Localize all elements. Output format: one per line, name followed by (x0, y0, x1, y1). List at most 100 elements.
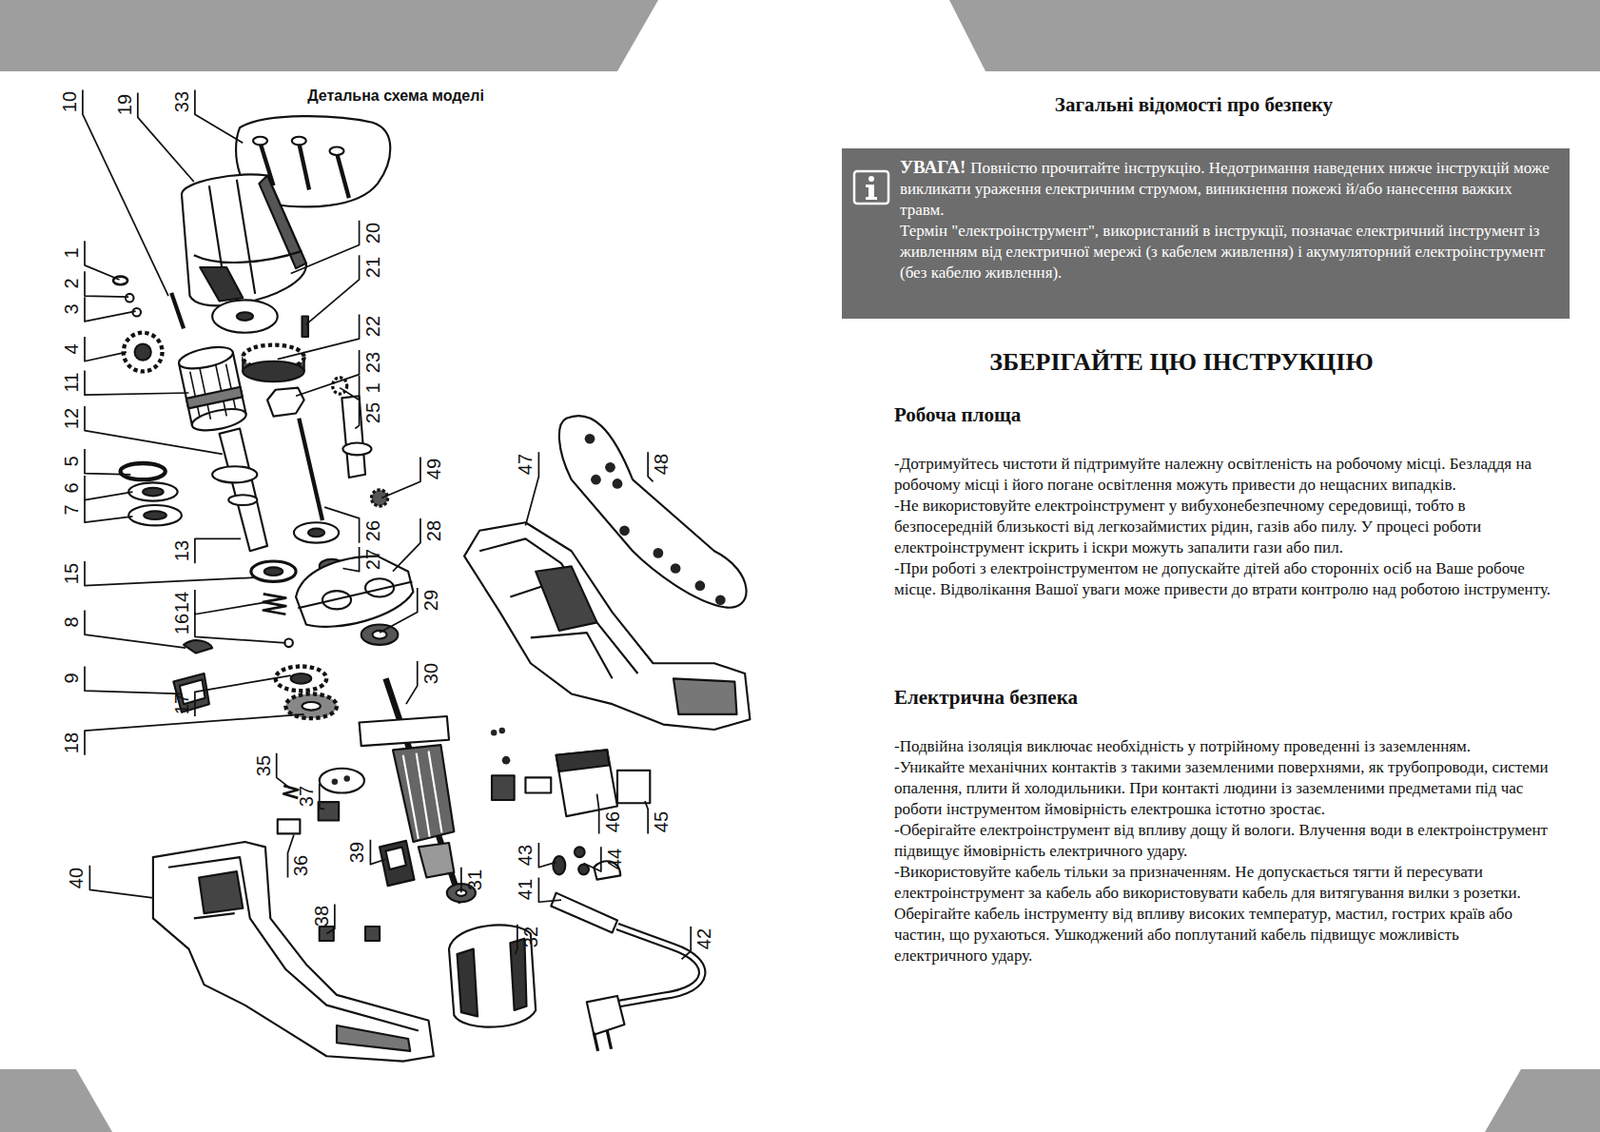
warning-paragraph: УВАГА!Повністю прочитайте інструкцію. Не… (899, 156, 1557, 221)
callout-number: 13 (172, 540, 192, 562)
callout-number: 42 (694, 928, 714, 950)
callout-number: 28 (424, 520, 444, 542)
drawing-part (212, 299, 278, 332)
callout-number: 14 (172, 591, 192, 613)
leader-line (538, 842, 556, 868)
drawing-part (695, 580, 706, 591)
drawing-part (365, 926, 380, 941)
callout-number: 3 (61, 303, 81, 314)
drawing-part (418, 842, 455, 878)
drawing-part (535, 565, 597, 631)
drawing-part (228, 494, 257, 506)
callout-number: 16 (172, 613, 192, 635)
callout-number: 17 (172, 693, 192, 715)
callout-number: 2 (61, 278, 81, 290)
callout-number: 45 (651, 810, 671, 832)
warning-text: Термін "електроінструмент", використаний… (899, 221, 1545, 282)
leader-line (354, 401, 359, 430)
drawing-part (865, 196, 878, 200)
safety-paragraph: -Не використовуйте електроінструмент у в… (894, 495, 1556, 559)
callout-number: 49 (424, 458, 444, 480)
leader-line (84, 609, 186, 648)
drawing-part (331, 778, 338, 784)
drawing-part (556, 749, 618, 817)
callout-number: 39 (347, 841, 367, 863)
leader-line (195, 538, 241, 564)
safety-paragraph: -Уникайте механічних контактів з такими … (894, 757, 1556, 820)
drawing-part (258, 175, 306, 270)
callout-number: 40 (66, 866, 86, 888)
leader-line (306, 254, 360, 325)
leader-line (515, 924, 518, 955)
leader-line (84, 497, 133, 523)
callout-number: 25 (363, 402, 383, 424)
drawing-part (336, 1025, 410, 1052)
leader-line (84, 240, 119, 280)
text-column: -Подвійна ізоляція виключає необхідність… (894, 736, 1556, 967)
warning-heading: УВАГА! (899, 156, 966, 177)
leader-line (370, 839, 386, 865)
leader-line (291, 220, 360, 274)
section-heading: Загальні відомості про безпеку (1054, 93, 1333, 118)
leader-line (339, 375, 359, 401)
leader-line (682, 926, 692, 959)
leader-line (82, 89, 169, 296)
drawing-part (331, 775, 351, 785)
drawing-part (502, 756, 511, 765)
callout-number: 36 (291, 855, 311, 877)
callout-number: 11 (61, 372, 81, 393)
drawing-part (868, 175, 875, 182)
safety-paragraph: -При роботі з електроінструментом не доп… (894, 558, 1556, 601)
callout-number: 30 (421, 663, 441, 684)
drawing-part (559, 415, 747, 608)
drawing-part (302, 702, 321, 711)
callout-number: 18 (61, 732, 81, 754)
callout-number: 27 (363, 548, 383, 570)
drawing-part (135, 343, 152, 360)
callout-number: 32 (521, 926, 541, 948)
drawing-part (949, 0, 1600, 72)
drawing-part (490, 729, 497, 736)
callout-number: 4 (61, 343, 81, 354)
drawing-part (284, 639, 293, 648)
drawing-part (392, 744, 454, 842)
leader-line (84, 296, 137, 322)
leader-line (277, 313, 360, 359)
drawing-part (291, 673, 312, 684)
callout-number: 1 (363, 382, 383, 393)
leader-line (324, 507, 359, 544)
drawing-part (168, 857, 419, 1031)
drawing-part (593, 1030, 611, 1051)
callout-number: 21 (363, 256, 383, 278)
drawing-part (370, 489, 388, 507)
callout-number: 9 (61, 673, 81, 684)
drawing-part (329, 146, 344, 156)
callout-number: 33 (172, 91, 192, 113)
drawing-part (253, 136, 268, 146)
drawing-part (308, 528, 325, 538)
leader-line (584, 846, 602, 872)
callout-number: 48 (651, 453, 671, 475)
drawing-part (590, 474, 602, 486)
callout-number: 10 (59, 91, 79, 113)
drawing-part (143, 510, 167, 520)
notice-heading: ЗБЕРІГАЙТЕ ЦЮ ІНСТРУКЦІЮ (989, 348, 1373, 377)
leader-line (379, 587, 418, 633)
callout-number: 47 (515, 453, 535, 475)
drawing-part (616, 926, 703, 1005)
drawing-part (403, 751, 443, 840)
drawing-part (128, 482, 177, 501)
drawing-part (604, 462, 616, 473)
drawing-part (612, 478, 624, 489)
callout-number: 15 (61, 563, 81, 585)
drawing-part (1484, 1069, 1600, 1132)
callout-number: 6 (61, 482, 81, 493)
callout-number: 1 (61, 247, 81, 258)
drawing-part (574, 846, 586, 858)
safety-paragraph: -Дотримуйтесь чистоти й підтримуйте нале… (894, 453, 1556, 496)
leader-line (89, 865, 154, 898)
callout-number: 46 (603, 810, 623, 832)
drawing-part (82, 89, 691, 959)
callout-number: 37 (296, 785, 316, 807)
